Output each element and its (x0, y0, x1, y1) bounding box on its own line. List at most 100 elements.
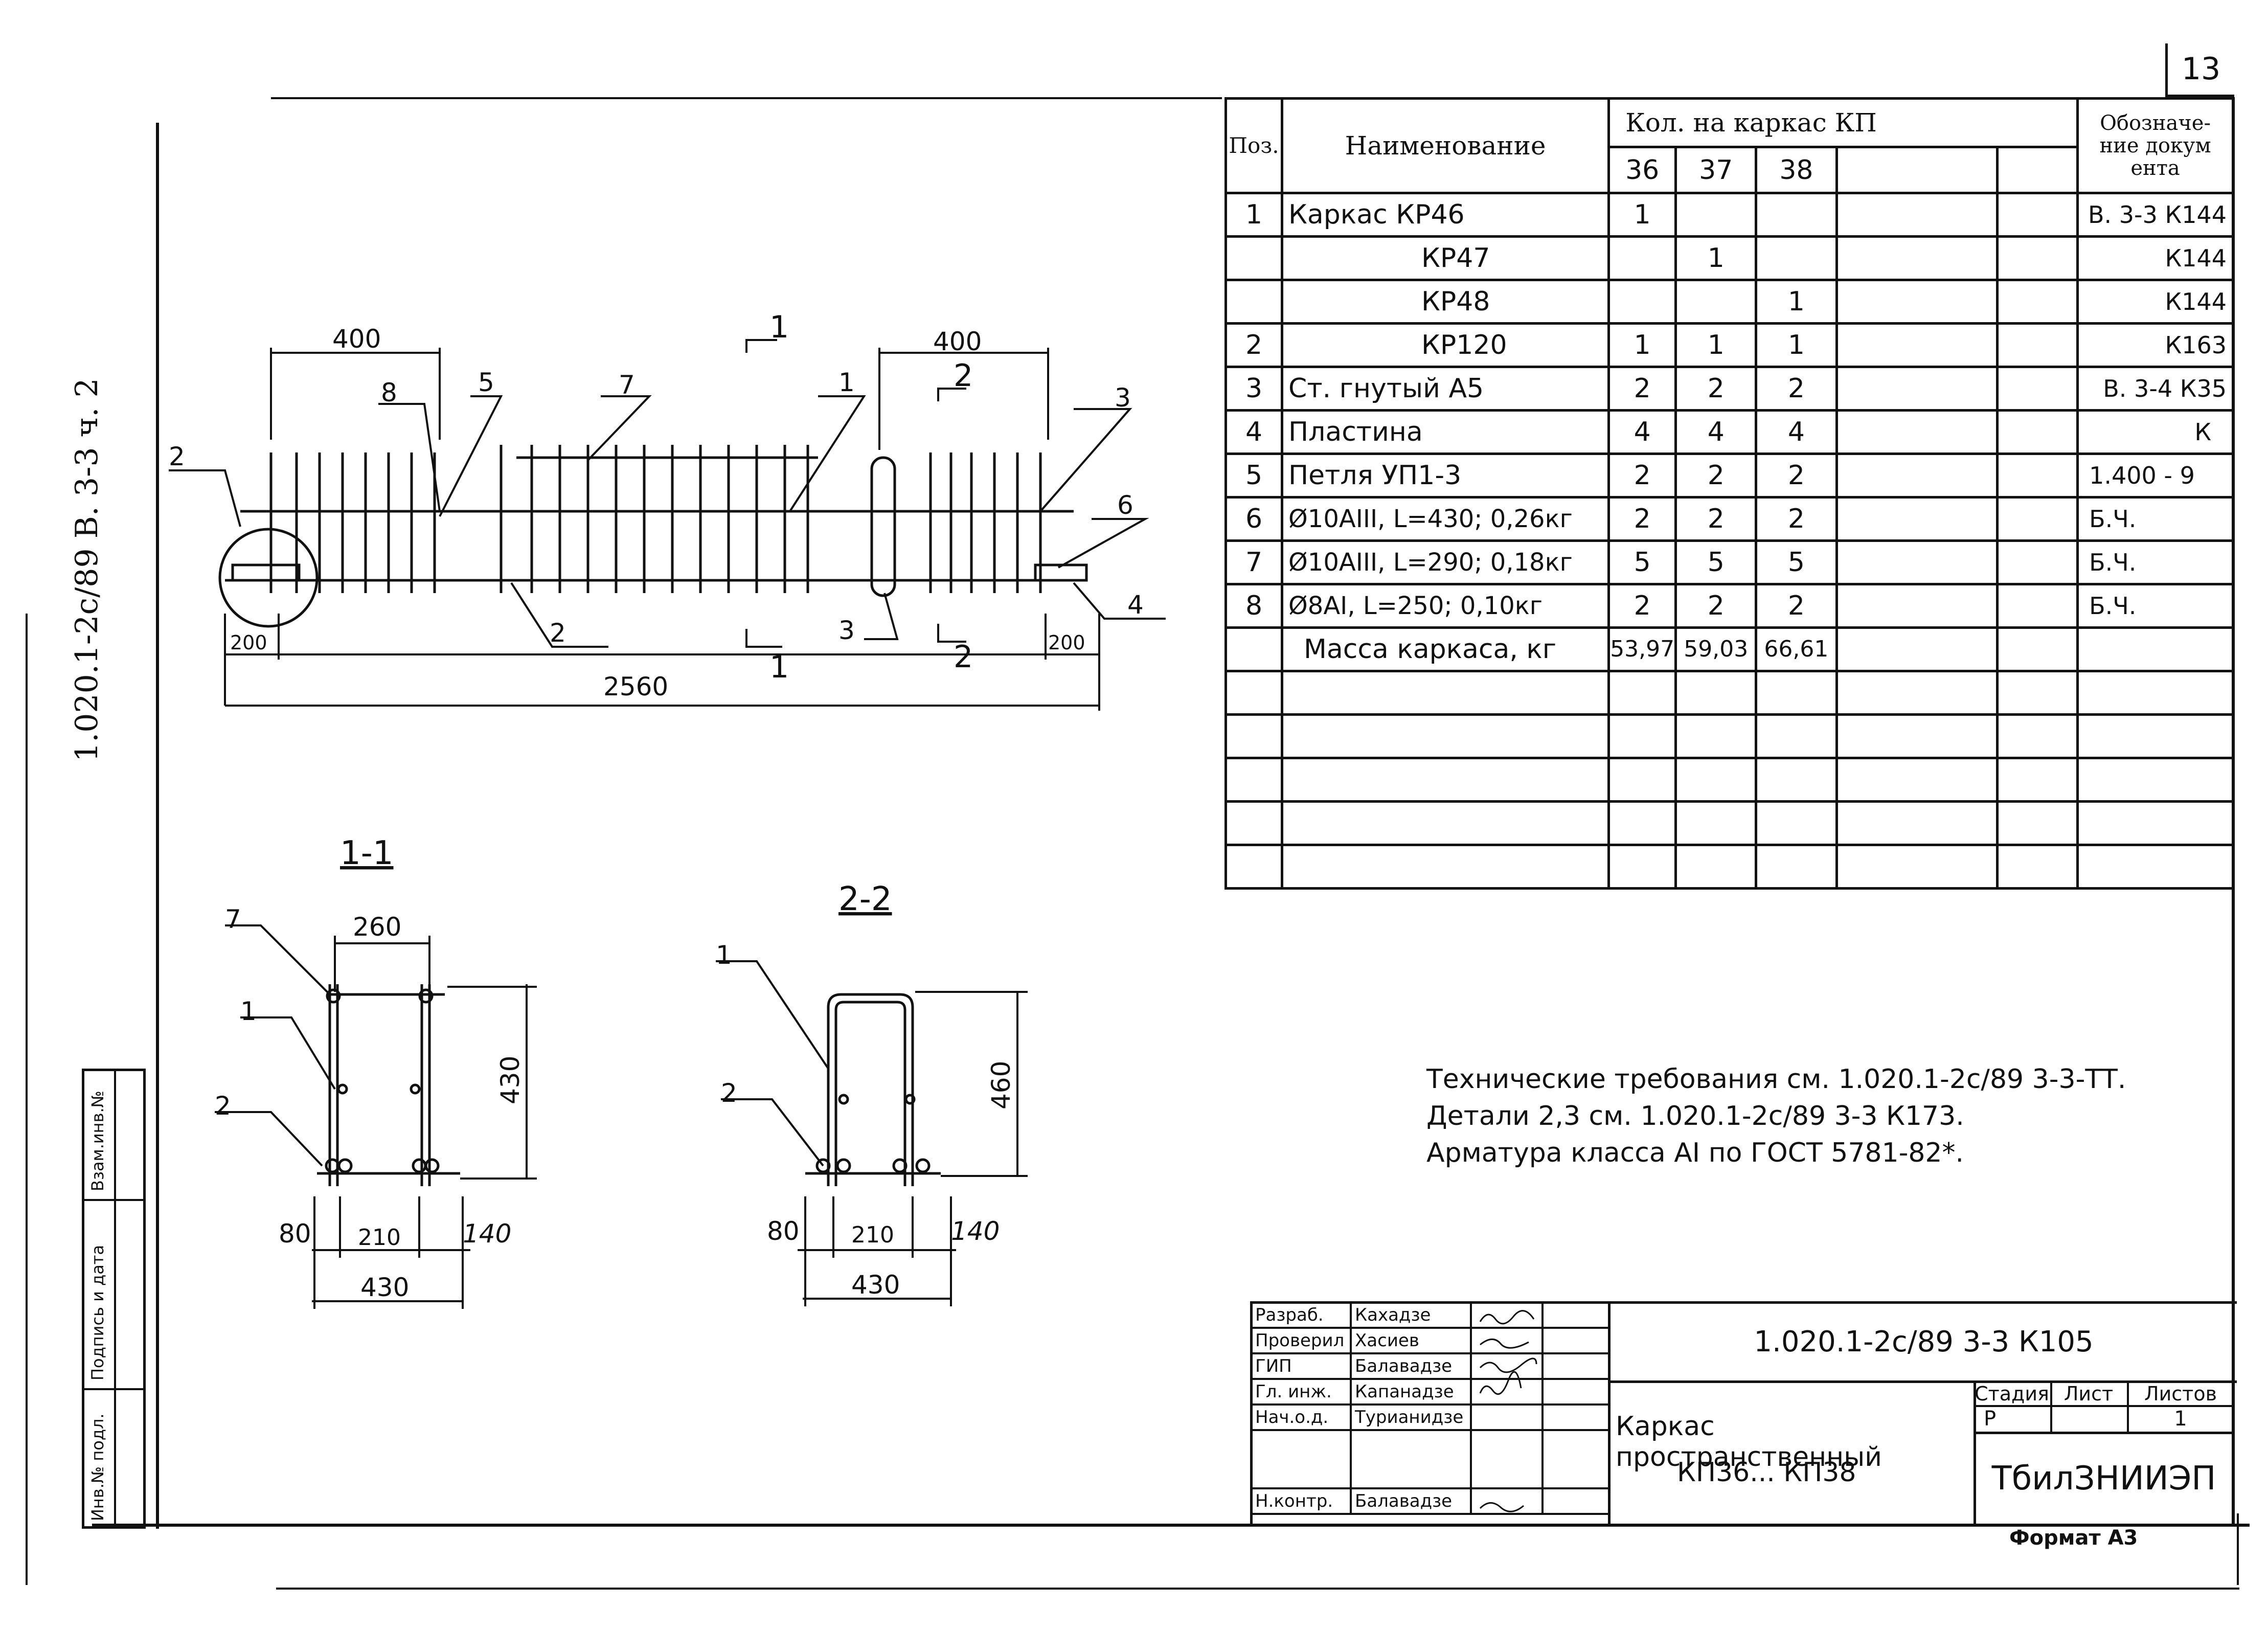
table-row: 3 Ст. гнутый А5 2 2 2 В. 3-4 К35 (1224, 366, 2234, 412)
stage-label: Стадия (1975, 1383, 2049, 1405)
signatures (1479, 1310, 1537, 1512)
callout-8: 8 (381, 378, 397, 407)
table-row: 5 Петля УП1-3 2 2 2 1.400 - 9 (1224, 452, 2234, 499)
cut-1-top: 1 (769, 309, 789, 345)
sign-row: Разраб.Кахадзе (1250, 1301, 1610, 1329)
s2-dim-210: 210 (851, 1222, 894, 1248)
outer-left-tick (26, 614, 28, 1585)
doc-code-cell: 1.020.1-2с/89 3-3 К105 (1608, 1304, 2237, 1383)
stage-value: Р (1984, 1407, 1997, 1431)
drawing-title-line-2: КП36... КП38 (1677, 1457, 1856, 1488)
loop (870, 456, 896, 597)
s1-dim-140: 140 (463, 1219, 511, 1249)
frame-right (2232, 97, 2235, 1524)
sign-row: Н.контр.Балавадзе (1250, 1487, 1610, 1515)
table-row: Масса каркаса, кг 53,97 59,03 66,61 (1224, 626, 2234, 672)
callout-3: 3 (1115, 383, 1131, 413)
detail-circle (218, 528, 319, 628)
drawing-title-line-1: Каркас пространственный (1616, 1411, 1882, 1473)
col-qty-37: 37 (1674, 146, 1758, 194)
drawing-title-cell: Каркас пространственный КП36... КП38 (1608, 1380, 1976, 1526)
col-doc: Обозначе-ние докум ента (2076, 97, 2234, 194)
organization-name: ТбилЗНИИЭП (1991, 1460, 2216, 1498)
stage-block: Стадия Лист Листов Р 1 (1974, 1380, 2234, 1434)
callout-7: 7 (619, 370, 635, 400)
callout-4: 4 (1127, 590, 1144, 620)
callout-2: 2 (169, 442, 185, 471)
right-pad (1034, 563, 1088, 582)
frame-top-dash (271, 97, 1222, 99)
note-3: Арматура класса АI по ГОСТ 5781-82*. (1426, 1138, 1964, 1168)
cut-2-top: 2 (954, 358, 973, 394)
s2-callout-1: 1 (716, 940, 732, 970)
note-1: Технические требования см. 1.020.1-2с/89… (1426, 1064, 2126, 1095)
callout-6: 6 (1117, 490, 1133, 520)
frame-bottom (92, 1524, 2250, 1527)
s1-callout-2: 2 (215, 1091, 231, 1121)
s1-dim-260: 260 (353, 912, 401, 942)
doc-code: 1.020.1-2с/89 3-3 К105 (1754, 1325, 2094, 1358)
dim-200-left: 200 (230, 631, 267, 654)
table-row (1224, 800, 2234, 846)
s1-dim-430v: 430 (495, 1056, 525, 1104)
table-row: 2 КР120 1 1 1 К163 (1224, 322, 2234, 368)
sheets-value: 1 (2174, 1407, 2187, 1431)
table-row: КР48 1 К144 (1224, 279, 2234, 325)
org-cell: ТбилЗНИИЭП (1974, 1432, 2234, 1526)
outer-bottom (276, 1588, 2239, 1590)
table-row: 7 Ø10АIII, L=290; 0,18кг 5 5 5 Б.Ч. (1224, 539, 2234, 585)
callout-5: 5 (478, 368, 494, 397)
table-row: 1 Каркас КР46 1 В. 3-3 К144 (1224, 192, 2234, 238)
outer-right (2237, 1513, 2239, 1585)
sheet-number: 13 (2181, 51, 2221, 87)
sheet-label: Лист (2063, 1383, 2114, 1405)
table-row: КР47 1 К144 (1224, 235, 2234, 281)
sheets-label: Листов (2144, 1383, 2217, 1405)
table-row (1224, 757, 2234, 803)
table-row: 6 Ø10АIII, L=430; 0,26кг 2 2 2 Б.Ч. (1224, 496, 2234, 542)
section-2-title: 2-2 (838, 880, 892, 918)
dim-200-right: 200 (1048, 631, 1085, 654)
col-qty-group: Кол. на каркас КП (1607, 97, 2079, 148)
callout-3b: 3 (838, 616, 855, 645)
cut-1-bottom: 1 (769, 649, 789, 685)
table-row: 8 Ø8АI, L=250; 0,10кг 2 2 2 Б.Ч. (1224, 583, 2234, 629)
sheet-number-box: 13 (2165, 43, 2234, 97)
note-2: Детали 2,3 см. 1.020.1-2с/89 3-3 К173. (1426, 1101, 1964, 1131)
s1-dim-430h: 430 (360, 1273, 409, 1302)
section-1-title: 1-1 (340, 834, 394, 872)
sign-row: Гл. инж.Капанадзе (1250, 1378, 1610, 1406)
s2-dim-430h: 430 (851, 1270, 900, 1300)
table-row (1224, 670, 2234, 716)
col-qty-empty-1 (1835, 146, 1999, 194)
s1-dim-80: 80 (279, 1219, 311, 1249)
dim-2560: 2560 (603, 672, 668, 701)
callout-2b: 2 (550, 618, 566, 648)
table-row (1224, 713, 2234, 759)
col-pos: Поз. (1224, 97, 1284, 194)
col-qty-38: 38 (1755, 146, 1838, 194)
s2-dim-140: 140 (951, 1216, 1000, 1246)
dim-400-right: 400 (933, 327, 982, 356)
callout-1: 1 (838, 368, 855, 397)
s2-dim-460v: 460 (986, 1061, 1016, 1109)
sign-row (1250, 1429, 1610, 1489)
dim-400-left: 400 (332, 324, 381, 354)
table-row: 4 Пластина 4 4 4 К (1224, 409, 2234, 455)
col-qty-empty-2 (1995, 146, 2079, 194)
s1-callout-7: 7 (225, 904, 241, 934)
left-pad (231, 563, 301, 582)
s2-callout-2: 2 (721, 1078, 737, 1108)
format-label: Формат А3 (2009, 1526, 2138, 1550)
col-qty-36: 36 (1607, 146, 1677, 194)
s1-callout-1: 1 (240, 996, 257, 1026)
frame-left (156, 123, 159, 1529)
s1-dim-210: 210 (358, 1225, 401, 1251)
cut-2-bottom: 2 (954, 639, 973, 675)
specification-table: Поз. Наименование Кол. на каркас КП Обоз… (1224, 97, 2234, 890)
